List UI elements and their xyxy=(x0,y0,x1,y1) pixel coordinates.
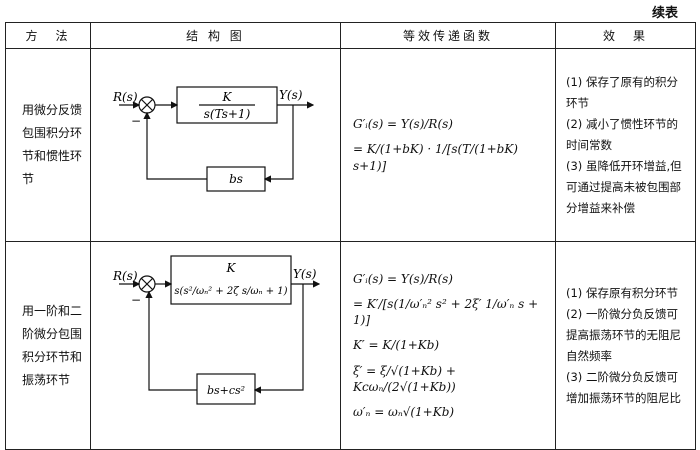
effect-item: (3) 二阶微分负反馈可增加振荡环节的阻尼比 xyxy=(566,369,681,405)
input-label: R(s) xyxy=(112,269,138,283)
formula: G′ᵢ(s) = Y(s)/R(s) xyxy=(353,117,453,132)
effect-item: (1) 保存了原有的积分环节 xyxy=(566,74,678,110)
method-cell: 用微分反馈包围积分环节和惯性环节 xyxy=(5,48,91,242)
method-table: 方 法 结 构 图 等效传递函数 效 果 用微分反馈包围积分环节和惯性环节 R(… xyxy=(5,22,696,450)
effect-cell: (1) 保存了原有的积分环节 (2) 减小了惯性环节的时间常数 (3) 虽降低开… xyxy=(555,48,696,242)
formula-cell: G′ᵢ(s) = Y(s)/R(s) = K/(1+bK) · 1/[s(T/(… xyxy=(340,48,556,242)
table-row: 用一阶和二阶微分包围积分环节和振荡环节 R(s) Y(s) K s(s²/ωₙ²… xyxy=(5,241,696,450)
header-method: 方 法 xyxy=(5,22,91,49)
formula: = K′/[s(1/ω′ₙ² s² + 2ξ′ 1/ω′ₙ s + 1)] xyxy=(353,297,539,328)
input-label: R(s) xyxy=(112,90,138,104)
diagram-cell: R(s) Y(s) K s(s²/ωₙ² + 2ζ s/ωₙ + 1) bs+c… xyxy=(90,241,341,450)
formula-cell: G′ᵢ(s) = Y(s)/R(s) = K′/[s(1/ω′ₙ² s² + 2… xyxy=(340,241,556,450)
block-diagram: R(s) Y(s) K s(s²/ωₙ² + 2ζ s/ωₙ + 1) bs+c… xyxy=(112,255,321,405)
output-label: Y(s) xyxy=(293,267,317,281)
effect-item: (1) 保存原有积分环节 xyxy=(566,285,678,300)
forward-num: K xyxy=(226,261,237,275)
formula: K′ = K/(1+Kb) xyxy=(353,338,440,353)
forward-num: K xyxy=(222,90,233,104)
effect-item: (3) 虽降低开环增益,但可通过提高未被包围部分增益来补偿 xyxy=(566,158,682,215)
minus-sign: − xyxy=(131,293,141,307)
table-row: 用微分反馈包围积分环节和惯性环节 R(s) Y(s) K s(Ts+1) bs … xyxy=(5,48,696,242)
method-cell: 用一阶和二阶微分包围积分环节和振荡环节 xyxy=(5,241,91,450)
effect-cell: (1) 保存原有积分环节 (2) 一阶微分负反馈可提高振荡环节的无阻尼自然频率 … xyxy=(555,241,696,450)
formula: = K/(1+bK) · 1/[s(T/(1+bK) s+1)] xyxy=(353,142,518,173)
forward-den: s(s²/ωₙ² + 2ζ s/ωₙ + 1) xyxy=(174,286,287,297)
continued-label: 续表 xyxy=(651,6,678,21)
block-diagram: R(s) Y(s) K s(Ts+1) bs − xyxy=(112,86,315,192)
feedback-block xyxy=(196,373,256,405)
feedback-label: bs xyxy=(229,172,243,186)
header-effect: 效 果 xyxy=(555,22,696,49)
formula: ω′ₙ = ωₙ√(1+Kb) xyxy=(353,404,455,419)
minus-sign: − xyxy=(131,114,141,128)
effect-item: (2) 一阶微分负反馈可提高振荡环节的无阻尼自然频率 xyxy=(566,306,681,363)
effect-item: (2) 减小了惯性环节的时间常数 xyxy=(566,116,678,152)
forward-den: s(Ts+1) xyxy=(204,107,251,121)
feedback-label: bs+cs² xyxy=(207,384,245,397)
header-transfer: 等效传递函数 xyxy=(340,22,556,49)
header-diagram: 结 构 图 xyxy=(90,22,341,49)
header-row: 方 法 结 构 图 等效传递函数 效 果 xyxy=(5,22,696,49)
diagram-cell: R(s) Y(s) K s(Ts+1) bs − xyxy=(90,48,341,242)
forward-block xyxy=(170,255,292,305)
formula: G′ᵢ(s) = Y(s)/R(s) xyxy=(353,271,453,286)
formula: ξ′ = ξ/√(1+Kb) + Kcωₙ/(2√(1+Kb)) xyxy=(353,363,456,394)
output-label: Y(s) xyxy=(279,88,303,102)
